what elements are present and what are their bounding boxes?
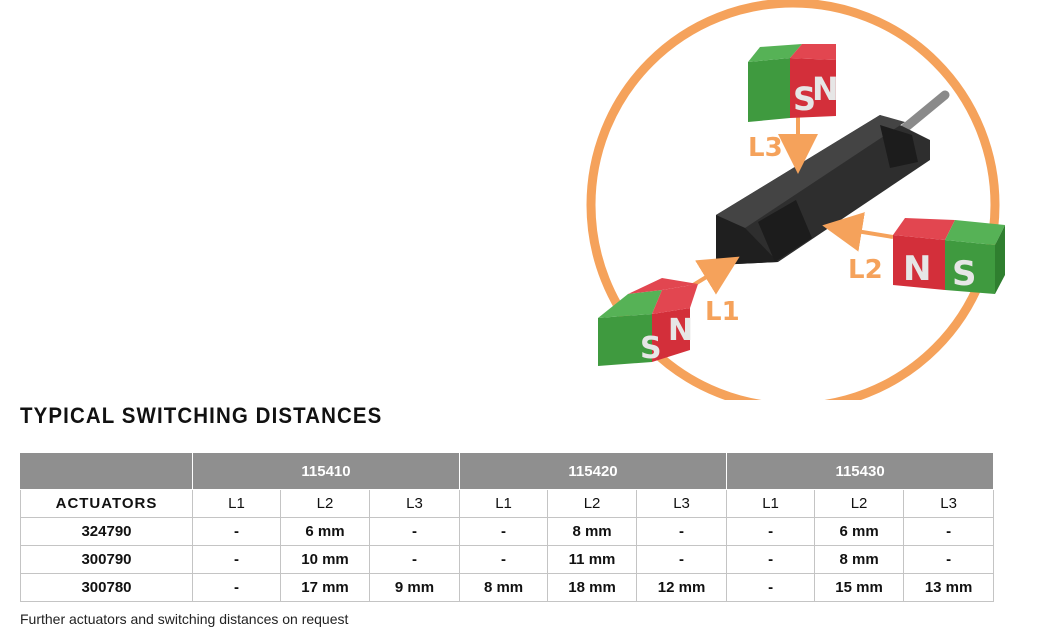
value-cell: 10 mm xyxy=(280,545,370,574)
sub-header-l3: L3 xyxy=(368,489,461,518)
group-header-115420: 115420 xyxy=(459,452,728,490)
table-row: 300780 - 17 mm 9 mm 8 mm 18 mm 12 mm - 1… xyxy=(20,573,995,602)
group-header-blank xyxy=(20,452,193,490)
value-cell: 8 mm xyxy=(814,545,905,574)
sub-header-row: ACTUATORS L1 L2 L3 L1 L2 L3 L1 L2 L3 xyxy=(20,489,995,518)
value-cell: - xyxy=(903,545,995,574)
magnet-right-s-letter: S xyxy=(952,254,977,294)
label-l3: L3 xyxy=(748,133,783,163)
value-cell: - xyxy=(726,573,816,602)
sub-header-l3: L3 xyxy=(903,489,995,518)
sub-header-l2: L2 xyxy=(280,489,370,518)
value-cell: - xyxy=(368,545,461,574)
value-cell: 9 mm xyxy=(368,573,461,602)
sub-header-l3: L3 xyxy=(636,489,728,518)
value-cell: - xyxy=(459,517,549,546)
label-l1: L1 xyxy=(705,297,740,327)
arrow-l2 xyxy=(822,212,894,252)
value-cell: - xyxy=(192,545,281,574)
value-cell: - xyxy=(192,573,281,602)
sub-header-l2: L2 xyxy=(814,489,905,518)
footnote: Further actuators and switching distance… xyxy=(20,611,349,627)
sub-header-l1: L1 xyxy=(726,489,816,518)
label-l2: L2 xyxy=(848,255,883,285)
magnet-top-n-letter: N xyxy=(812,70,839,108)
table-row: 300790 - 10 mm - - 11 mm - - 8 mm - xyxy=(20,545,995,574)
value-cell: 6 mm xyxy=(814,517,905,546)
value-cell: - xyxy=(636,545,728,574)
sub-header-l1: L1 xyxy=(192,489,281,518)
group-header-115410: 115410 xyxy=(191,452,461,490)
actuators-header: ACTUATORS xyxy=(20,489,193,518)
value-cell: 8 mm xyxy=(547,517,638,546)
switching-distances-table: 115410 115420 115430 ACTUATORS L1 L2 L3 … xyxy=(20,452,995,602)
actuator-cell: 300790 xyxy=(20,545,193,574)
value-cell: 18 mm xyxy=(547,573,638,602)
value-cell: 6 mm xyxy=(280,517,370,546)
magnet-right-n-letter: N xyxy=(903,249,931,289)
actuator-cell: 300780 xyxy=(20,573,193,602)
arrow-l1 xyxy=(688,256,740,295)
magnet-right: N S xyxy=(893,218,1005,294)
value-cell: - xyxy=(636,517,728,546)
section-heading: TYPICAL SWITCHING DISTANCES xyxy=(20,403,383,428)
highlight-ring xyxy=(586,0,1000,400)
value-cell: 15 mm xyxy=(814,573,905,602)
value-cell: - xyxy=(192,517,281,546)
sub-header-l1: L1 xyxy=(459,489,549,518)
value-cell: 8 mm xyxy=(459,573,549,602)
actuator-cell: 324790 xyxy=(20,517,193,546)
value-cell: 12 mm xyxy=(636,573,728,602)
magnet-left: S N xyxy=(598,278,698,366)
value-cell: 13 mm xyxy=(903,573,995,602)
value-cell: - xyxy=(726,545,816,574)
sensor-cable xyxy=(900,90,950,133)
magnet-left-s-letter: S xyxy=(640,331,662,366)
group-header-row: 115410 115420 115430 xyxy=(20,452,995,490)
value-cell: - xyxy=(903,517,995,546)
magnet-top: S N xyxy=(748,44,839,122)
value-cell: 17 mm xyxy=(280,573,370,602)
table-row: 324790 - 6 mm - - 8 mm - - 6 mm - xyxy=(20,517,995,546)
magnet-left-n-letter: N xyxy=(668,313,693,348)
value-cell: - xyxy=(459,545,549,574)
sub-header-l2: L2 xyxy=(547,489,638,518)
group-header-115430: 115430 xyxy=(726,452,995,490)
value-cell: - xyxy=(726,517,816,546)
value-cell: 11 mm xyxy=(547,545,638,574)
magnet-top-s-letter: S xyxy=(793,80,816,118)
value-cell: - xyxy=(368,517,461,546)
sensor-illustration: L3 L2 L1 S N N S S N xyxy=(586,0,1005,400)
